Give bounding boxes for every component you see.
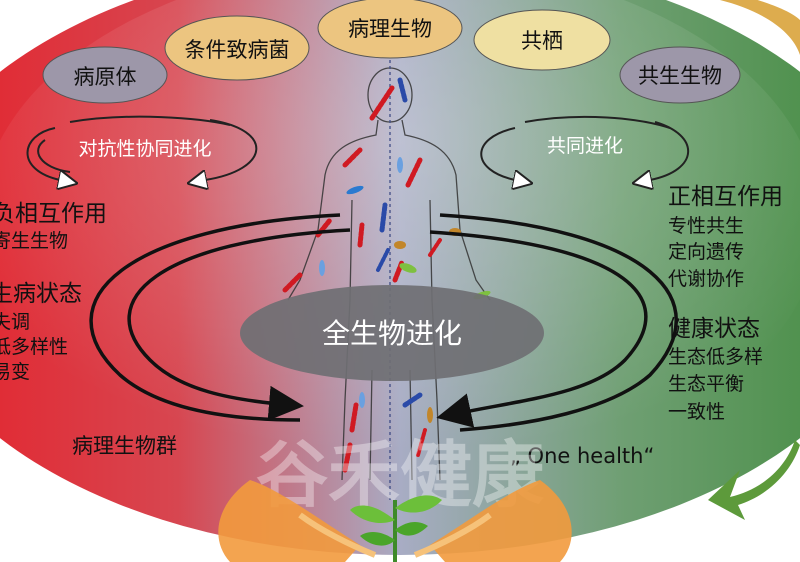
center-ellipse: 全生物进化	[240, 285, 544, 381]
large-cycle-arrows	[89, 213, 678, 432]
sprout-icon	[350, 495, 442, 562]
label-one-health: „ One health“	[510, 444, 654, 468]
bubble-cohabitation: 共栖	[473, 9, 611, 71]
label-center: 全生物进化	[322, 317, 462, 350]
label-cohabitation: 共栖	[521, 29, 563, 53]
label-pathological-organism: 病理生物	[348, 17, 432, 41]
label-specific-symbiosis: 专性共生	[668, 215, 744, 237]
label-consistency: 一致性	[668, 401, 725, 423]
left-cycle-arrows	[26, 115, 258, 182]
label-pathogen: 病原体	[74, 65, 137, 89]
microbes	[282, 77, 491, 473]
right-cycle-arrows	[480, 115, 690, 182]
label-disease-state: 生病状态	[0, 281, 82, 307]
label-healthy-state: 健康状态	[668, 316, 760, 342]
label-low-diversity: 低多样性	[0, 336, 68, 358]
label-pathological-group: 病理生物群	[72, 434, 177, 458]
label-symbiont: 共生生物	[638, 64, 722, 88]
label-positive-interaction: 正相互作用	[668, 184, 783, 210]
label-negative-interaction: 负相互作用	[0, 201, 107, 227]
label-metabolic-cooperation: 代谢协作	[668, 268, 744, 290]
label-ecological-balance: 生态平衡	[668, 373, 744, 395]
label-directed-inheritance: 定向遗传	[668, 241, 744, 263]
green-arrow-bottom-right	[708, 440, 800, 520]
hands-icon	[218, 480, 572, 562]
orange-arrow-top-right	[720, 0, 800, 55]
bubble-symbiont: 共生生物	[619, 46, 741, 104]
label-imbalance: 失调	[0, 311, 30, 333]
label-ecological-diversity: 生态低多样	[668, 346, 763, 368]
label-parasite: 寄生生物	[0, 230, 68, 252]
bubble-pathological-organism: 病理生物	[317, 0, 463, 59]
label-conditional-pathogen: 条件致病菌	[185, 38, 290, 62]
bubble-pathogen: 病原体	[42, 46, 168, 104]
left-texts: 负相互作用 寄生生物 生病状态 失调 低多样性 易变 病理生物群	[0, 201, 177, 458]
label-left-coevolution: 对抗性协同进化	[78, 138, 211, 160]
label-mutation: 易变	[0, 361, 30, 383]
right-texts: 正相互作用 专性共生 定向遗传 代谢协作 健康状态 生态低多样 生态平衡 一致性	[668, 184, 783, 423]
bubble-conditional-pathogen: 条件致病菌	[164, 15, 310, 81]
label-right-coevolution: 共同进化	[547, 135, 623, 157]
